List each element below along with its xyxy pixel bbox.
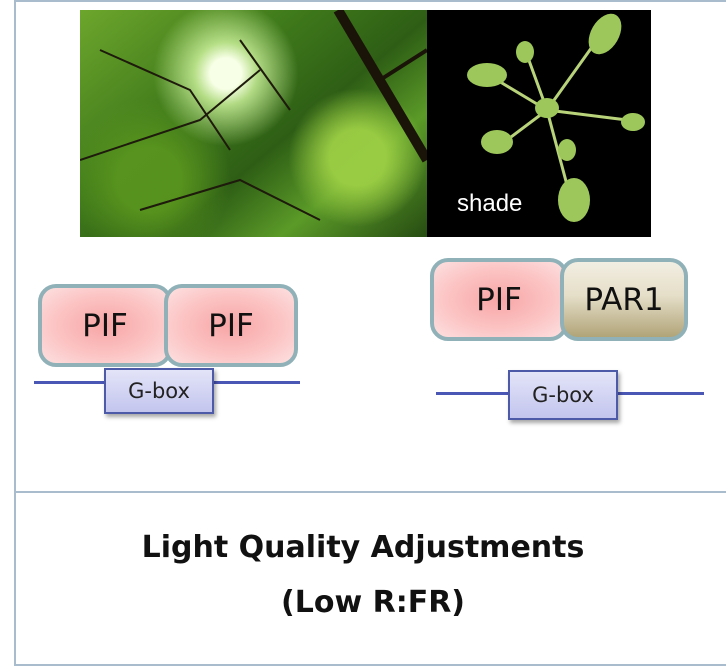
left-gbox: G-box: [104, 368, 214, 414]
caption-line-2: (Low R:FR): [281, 585, 465, 620]
plant-icon: [467, 13, 645, 222]
canopy-branches: [80, 10, 427, 221]
canopy-photo: [80, 10, 427, 237]
left-pif-2: PIF: [164, 284, 298, 367]
shade-plant-photo: shade: [427, 10, 651, 237]
right-gbox: G-box: [508, 370, 618, 420]
section-divider: [14, 491, 726, 493]
right-par1: PAR1: [560, 258, 688, 341]
right-pif: PIF: [430, 258, 568, 341]
caption-line-1: Light Quality Adjustments: [141, 530, 585, 565]
shade-label: shade: [457, 190, 523, 217]
left-pif-1: PIF: [38, 284, 172, 367]
